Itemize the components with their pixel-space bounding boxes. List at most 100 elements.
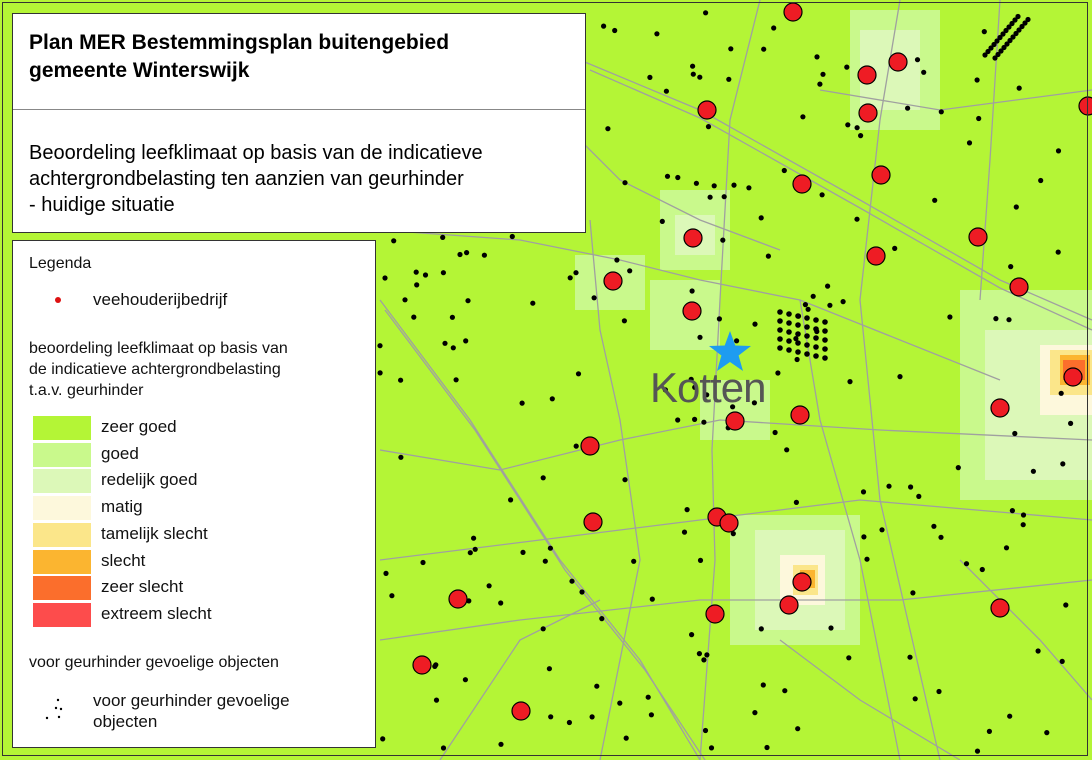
sensitive-object <box>569 578 575 584</box>
farm-marker <box>888 52 908 72</box>
sensitive-object <box>548 714 554 720</box>
sensitive-object <box>907 654 913 660</box>
sensitive-object <box>795 331 801 337</box>
sensitive-object <box>519 400 525 406</box>
farm-marker <box>1009 277 1029 297</box>
road <box>579 59 1092 321</box>
roads <box>379 0 1092 760</box>
sensitive-object <box>761 46 767 52</box>
sensitive-object <box>420 559 426 566</box>
sensitive-object <box>1020 522 1026 528</box>
sensitive-object <box>822 328 828 334</box>
sensitive-object <box>621 318 628 324</box>
title-box: Plan MER Bestemmingsplan buitengebied ge… <box>12 13 586 233</box>
sensitive-object <box>752 710 758 716</box>
sensitive-object <box>916 493 922 499</box>
sensitive-object <box>422 272 429 278</box>
sensitive-object <box>413 269 419 275</box>
sensitive-object <box>498 600 504 606</box>
sensitive-object <box>728 46 734 52</box>
sensitive-object <box>847 379 853 385</box>
sensitive-object <box>648 712 655 718</box>
sensitive-object <box>377 370 383 376</box>
map-subtitle: Beoordeling leefklimaat op basis van de … <box>13 110 585 218</box>
sensitive-object <box>675 174 681 181</box>
heading-line: beoordeling leefklimaat op basis van <box>29 340 288 357</box>
sensitive-object <box>905 105 911 111</box>
sensitive-dots-icon <box>45 698 63 720</box>
legend-swatch <box>33 602 91 627</box>
sensitive-object <box>1063 602 1069 608</box>
sensitive-object <box>775 370 781 376</box>
sensitive-object <box>795 340 801 346</box>
sensitive-object <box>813 335 819 341</box>
sensitive-object <box>1001 44 1007 51</box>
road <box>799 299 901 760</box>
star-icon <box>709 331 751 371</box>
road <box>379 499 1092 561</box>
farm-marker <box>705 604 725 624</box>
sensitive-object <box>647 74 653 80</box>
sensitive-object <box>897 374 903 380</box>
sensitive-object <box>675 417 681 423</box>
sensitive-object <box>804 333 810 339</box>
sensitive-object <box>921 69 927 75</box>
sensitive-object <box>1058 390 1064 396</box>
sensitive-object <box>786 311 792 317</box>
sensitive-object <box>720 237 726 243</box>
sensitive-object <box>786 347 792 353</box>
road <box>699 0 761 760</box>
subtitle-line: Beoordeling leefklimaat op basis van de … <box>29 142 483 164</box>
sensitive-object <box>955 465 961 471</box>
sensitive-object <box>802 302 809 308</box>
farm-marker <box>511 701 531 721</box>
sensitive-object <box>777 327 783 333</box>
sensitive-object <box>828 625 834 631</box>
sensitive-object <box>649 596 655 602</box>
sensitive-object <box>464 250 470 256</box>
sensitive-object <box>892 245 898 251</box>
sensitive-object <box>614 257 620 263</box>
sensitive-object <box>974 748 981 754</box>
sensitive-object <box>825 283 831 289</box>
sensitive-object <box>414 282 420 288</box>
farm-marker <box>697 100 717 120</box>
sensitive-object <box>822 355 828 361</box>
sensitive-object <box>912 696 918 702</box>
sensitive-object <box>627 268 633 274</box>
sensitive-object <box>575 371 582 377</box>
map-title: Plan MER Bestemmingsplan buitengebied ge… <box>13 14 585 110</box>
sensitive-object <box>462 677 468 683</box>
sensitive-object <box>591 295 597 301</box>
sensitive-object <box>471 535 477 541</box>
sensitive-object <box>1060 461 1066 467</box>
sensitive-object <box>1016 85 1022 91</box>
sensitive-object <box>711 183 717 189</box>
farm-marker <box>580 436 600 456</box>
sensitive-object <box>402 297 408 303</box>
sensitive-object <box>1000 31 1006 37</box>
sensitive-object <box>702 727 709 734</box>
sensitive-object <box>994 38 1000 44</box>
sensitive-object <box>777 318 783 324</box>
sensitive-object <box>804 351 810 357</box>
sensitive-object <box>617 700 623 706</box>
sensitive-object <box>380 736 386 742</box>
sensitive-object <box>383 570 389 577</box>
sensitive-object <box>993 316 999 322</box>
sensitive-object <box>664 173 671 179</box>
sensitive-object <box>601 23 607 29</box>
sensitive-object <box>908 484 914 490</box>
farm-marker <box>990 598 1010 618</box>
sensitive-object <box>864 556 870 562</box>
sensitive-object <box>382 275 388 281</box>
legend-class-label: zeer goed <box>101 417 177 436</box>
sensitive-object <box>1055 249 1061 255</box>
subtitle-line: - huidige situatie <box>29 194 175 216</box>
sensitive-object <box>1013 204 1019 210</box>
sensitive-object <box>450 345 456 351</box>
sensitive-object <box>467 550 473 556</box>
sensitive-object <box>623 735 629 741</box>
sensitive-object <box>411 314 417 320</box>
sensitive-object <box>854 216 860 222</box>
